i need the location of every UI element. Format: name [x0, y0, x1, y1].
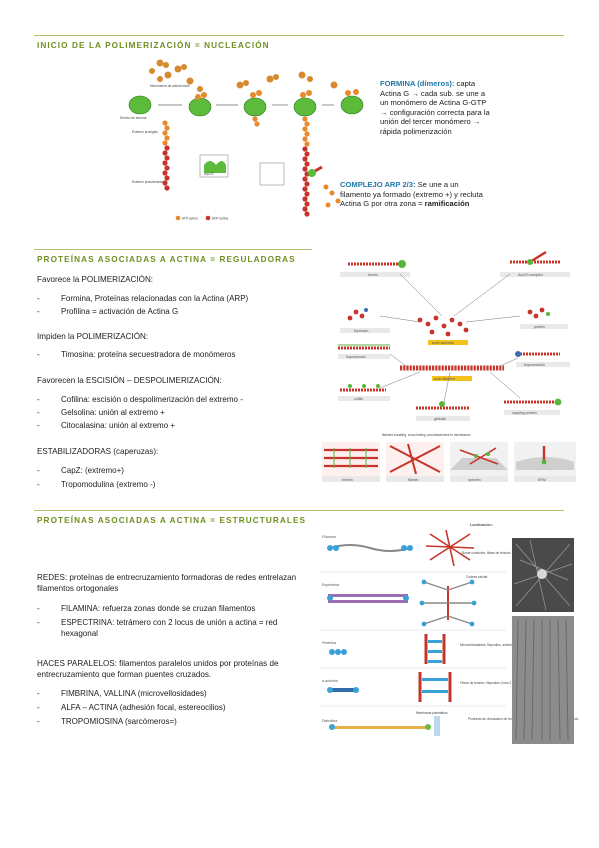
label-cofilin: cofilin	[354, 397, 363, 401]
list-item: -FILAMINA: refuerza zonas donde se cruza…	[37, 604, 256, 613]
haces-paragraph: HACES PARALELOS: filamentos paralelos un…	[37, 659, 279, 679]
label-gelsolin: gelsolin	[434, 417, 446, 421]
label-fimbrin: fimbrin	[342, 478, 353, 482]
row-name-distrofina: Distrofina	[322, 719, 337, 723]
label-thymosin: thymosin	[354, 329, 368, 333]
formina-note: FORMINA (dímeros): capta Actina G → cada…	[380, 79, 490, 137]
list-item: -Timosina: proteína secuestradora de mon…	[37, 350, 236, 359]
micrograph-image	[512, 616, 574, 744]
label-actin-subunits: actin subunits	[432, 341, 454, 345]
heading-impiden: Impiden la POLIMERIZACIÓN:	[37, 332, 149, 341]
section-rule	[34, 510, 564, 511]
list-item: -ESPECTRINA: tetrámero con 2 locus de un…	[37, 618, 278, 638]
label-profilin: profilin	[534, 325, 545, 329]
nucleation-diagram: Monómeros de actina inicial Dímero de fo…	[120, 59, 364, 221]
row-name-filamina: Filamina	[322, 535, 336, 539]
label-actin-filament: actin filament	[434, 377, 455, 381]
label-filamin: filamin	[408, 478, 418, 482]
redes-paragraph: REDES: proteínas de entrecruzamiento for…	[37, 573, 297, 593]
regulators-diagram: formin Arp2/3 complex thymosin profilin …	[322, 250, 576, 482]
legend-adp: ADP-actina	[212, 217, 228, 221]
label-tropomyosin: tropomyosin	[346, 355, 366, 359]
section-title-reguladoras: PROTEÍNAS ASOCIADAS A ACTINA = REGULADOR…	[37, 255, 296, 264]
list-item: -Citocalasina: unión al extremo +	[37, 421, 176, 430]
row-loc-filamina: Borde conductor, fibras de tensión, filo…	[462, 551, 526, 555]
section-title-estructurales: PROTEÍNAS ASOCIADAS A ACTINA = ESTRUCTUR…	[37, 516, 307, 525]
arp-text: Se une a un filamento ya formado (extrem…	[340, 180, 483, 209]
section-title-nucleacion: INICIO DE LA POLIMERIZACIÓN = NUCLEACIÓN	[37, 41, 270, 50]
arp-label: Arp2/3	[204, 172, 214, 176]
localizacion-title: Localización:	[470, 523, 493, 527]
label-arp-complex: Arp2/3 complex	[518, 273, 543, 277]
row-loc-fimbrina: Microvellosidades, filopodios, adhesione…	[460, 643, 530, 647]
heading-polimerizacion: Favorece la POLIMERIZACIÓN:	[37, 275, 154, 284]
section-rule	[34, 249, 312, 250]
heading-escision: Favorecen la ESCISIÓN – DESPOLIMERIZACIÓ…	[37, 376, 222, 385]
list-item: -ALFA – ACTINA (adhesión focal, estereoc…	[37, 703, 226, 712]
list-item: -Profilina = activación de Actina G	[37, 307, 179, 316]
formina-title: FORMINA (dímeros):	[380, 79, 455, 88]
label-spectrin: spectrin	[468, 478, 481, 482]
protruding-end-label: Extremo protuberante	[132, 180, 163, 184]
arp-title: COMPLEJO ARP 2/3:	[340, 180, 416, 189]
label-erm: ERM	[538, 478, 546, 482]
heading-estabilizadoras: ESTABILIZADORAS (caperuzas):	[37, 447, 159, 456]
label-capping: capping protein	[512, 411, 537, 415]
dimer-label: Dímero de formina	[120, 116, 147, 120]
arp-note: COMPLEJO ARP 2/3: Se une a un filamento …	[340, 180, 490, 209]
row-loc-espectrina: Corteza celular	[466, 575, 488, 579]
label-formin: formin	[368, 273, 378, 277]
list-item: -Gelsolina: unión al extremo +	[37, 408, 165, 417]
list-item: -Tropomodulina (extremo -)	[37, 480, 156, 489]
section-rule	[34, 35, 564, 36]
list-item: -CapZ: (extremo+)	[37, 466, 124, 475]
row-name-alfa-actinina: α-actinina	[322, 679, 338, 683]
label-tropomodulin: tropomodulin	[524, 363, 545, 367]
monomer-label: Monómeros de actina inicial	[150, 84, 190, 88]
list-item: -TROPOMIOSINA (sarcómeros=)	[37, 717, 177, 726]
list-item: -Cofilina: escisión o despolimerización …	[37, 395, 243, 404]
formina-text: capta Actina G → cada sub. se une a un m…	[380, 79, 490, 136]
row-loc-alfa-actinina: Fibras de tensión, filopodios, línea Z d…	[460, 681, 529, 685]
list-item: -Formina, Proteínas relacionadas con la …	[37, 294, 249, 303]
membrana-label: Membrana plasmática	[416, 711, 448, 715]
arp-text-bold: ramificación	[424, 199, 470, 209]
list-item: -FIMBRINA, VALLINA (microvellosidades)	[37, 689, 207, 698]
row-name-espectrina: Espectrina	[322, 583, 339, 587]
label-building: filament bundling, cross-linking, and at…	[382, 433, 471, 437]
row-name-fimbrina: Fimbrina	[322, 641, 336, 645]
legend-atp: ATP-actina	[182, 217, 198, 221]
structural-proteins-diagram: Localización: Filamina Borde conductor, …	[320, 523, 579, 744]
protected-end-label: Extremo protegido	[132, 130, 158, 134]
